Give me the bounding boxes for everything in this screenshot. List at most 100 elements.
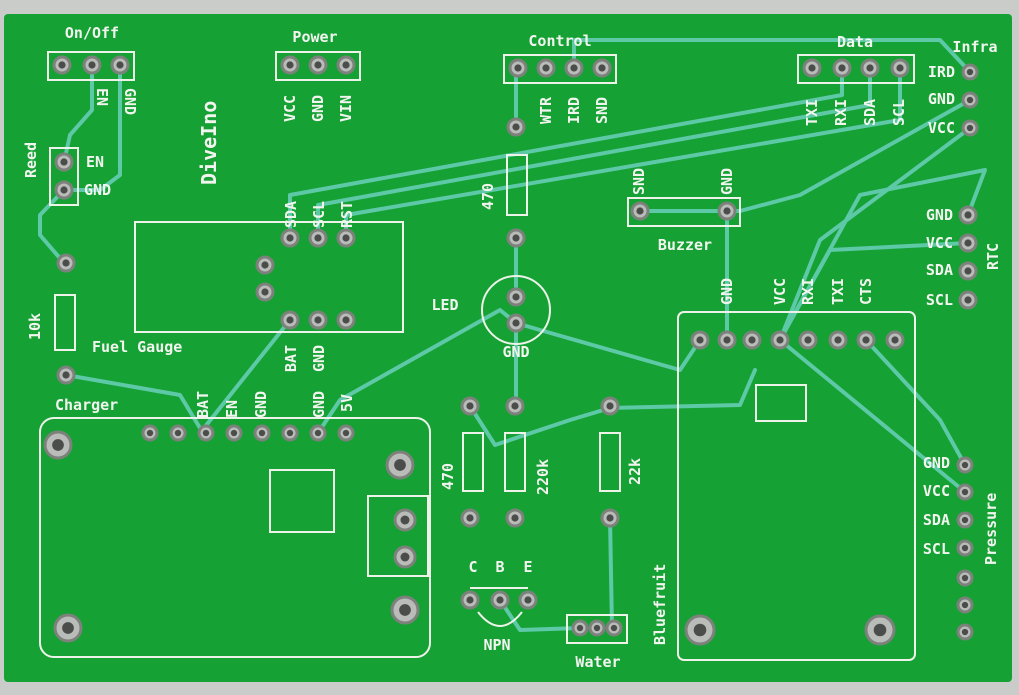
pad-hole — [342, 316, 350, 324]
pad-hole — [862, 336, 870, 344]
pad-hole — [606, 514, 614, 522]
control-pin-snd: SND — [593, 97, 611, 124]
pad-hole — [964, 296, 972, 304]
pad-hole — [598, 64, 606, 72]
buzzer-pin-gnd: GND — [718, 168, 736, 195]
rtc-pin-vcc: VCC — [926, 234, 953, 252]
pad-hole — [808, 64, 816, 72]
board-title: DiveIno — [197, 101, 221, 185]
pad-hole — [174, 429, 182, 437]
power-pin-gnd: GND — [309, 95, 327, 122]
resistor-470-value: 470 — [439, 463, 457, 490]
led-pin-gnd: GND — [502, 343, 529, 361]
infra-title: Infra — [952, 38, 997, 56]
fuel-pin-gnd: GND — [310, 345, 328, 372]
pad-hole — [964, 267, 972, 275]
buzzer-title: Buzzer — [658, 236, 712, 254]
pad-hole — [834, 336, 842, 344]
pad-hole — [62, 371, 70, 379]
pad-hole — [593, 624, 601, 632]
onoff-pin-en: EN — [93, 88, 111, 106]
pad-hole — [466, 596, 474, 604]
pad-hole — [966, 68, 974, 76]
solder-pads — [43, 55, 979, 646]
pad-hole — [466, 402, 474, 410]
pressure-pin-sda: SDA — [923, 511, 950, 529]
pressure-pin-scl: SCL — [923, 540, 950, 558]
pad-hole — [400, 552, 410, 562]
pressure-pin-vcc: VCC — [923, 482, 950, 500]
pad-hole — [314, 234, 322, 242]
pad-hole — [524, 596, 532, 604]
pad-hole — [891, 336, 899, 344]
npn-pin-e: E — [523, 558, 532, 576]
pad-hole — [261, 261, 269, 269]
control-title: Control — [528, 32, 591, 50]
water-title: Water — [575, 653, 620, 671]
pad-hole — [964, 211, 972, 219]
pressure-pin-gnd: GND — [923, 454, 950, 472]
reed-title: Reed — [22, 142, 40, 178]
npn-title: NPN — [483, 636, 510, 654]
pad-hole — [230, 429, 238, 437]
pad-hole — [838, 64, 846, 72]
pad-hole — [394, 459, 406, 471]
charger-pin-en: EN — [223, 400, 241, 418]
pad-hole — [966, 96, 974, 104]
pad-hole — [866, 64, 874, 72]
pad-hole — [961, 461, 969, 469]
pad-hole — [723, 336, 731, 344]
onoff-title: On/Off — [65, 24, 119, 42]
fuel-pin-bat: BAT — [282, 345, 300, 372]
data-pin-scl: SCL — [890, 99, 908, 126]
pad-hole — [606, 402, 614, 410]
pad-hole — [776, 336, 784, 344]
rtc-title: RTC — [984, 243, 1002, 270]
charger-pin-bat: BAT — [194, 391, 212, 418]
pad-hole — [399, 604, 411, 616]
pad-hole — [873, 623, 887, 637]
pad-hole — [610, 624, 618, 632]
pad-hole — [146, 429, 154, 437]
reed-resistor-value: 10k — [26, 313, 44, 340]
pad-hole — [400, 515, 410, 525]
pad-hole — [62, 259, 70, 267]
pad-hole — [88, 61, 96, 69]
pad-hole — [60, 158, 68, 166]
pad-hole — [116, 61, 124, 69]
pad-hole — [961, 574, 969, 582]
pad-hole — [314, 429, 322, 437]
resistor-22k-value: 22k — [626, 458, 644, 485]
bluefruit-pin-cts: CTS — [857, 278, 875, 305]
control-pin-wtr: WTR — [537, 96, 555, 124]
pad-hole — [261, 288, 269, 296]
npn-pin-b: B — [495, 558, 504, 576]
copper-traces — [38, 38, 987, 632]
pad-hole — [512, 293, 520, 301]
reed-pin-gnd: GND — [84, 181, 111, 199]
buzzer-pin-snd: SND — [630, 168, 648, 195]
pad-hole — [896, 64, 904, 72]
pad-hole — [512, 319, 520, 327]
resistor-220k-value: 220k — [534, 459, 552, 495]
pad-hole — [576, 624, 584, 632]
pad-hole — [514, 64, 522, 72]
pad-hole — [58, 61, 66, 69]
pad-hole — [748, 336, 756, 344]
fuel-pin-scl: SCL — [310, 201, 328, 228]
pad-hole — [570, 64, 578, 72]
pad-hole — [636, 207, 644, 215]
pad-hole — [542, 64, 550, 72]
bluefruit-title: Bluefruit — [651, 564, 669, 645]
pad-hole — [286, 316, 294, 324]
pad-hole — [286, 61, 294, 69]
pad-hole — [342, 61, 350, 69]
bluefruit-pin-vcc: VCC — [771, 278, 789, 305]
power-pin-vcc: VCC — [281, 95, 299, 122]
bluefruit-pin-gnd: GND — [718, 278, 736, 305]
pad-hole — [258, 429, 266, 437]
pad-hole — [693, 623, 707, 637]
pad-hole — [62, 622, 74, 634]
pad-hole — [961, 544, 969, 552]
